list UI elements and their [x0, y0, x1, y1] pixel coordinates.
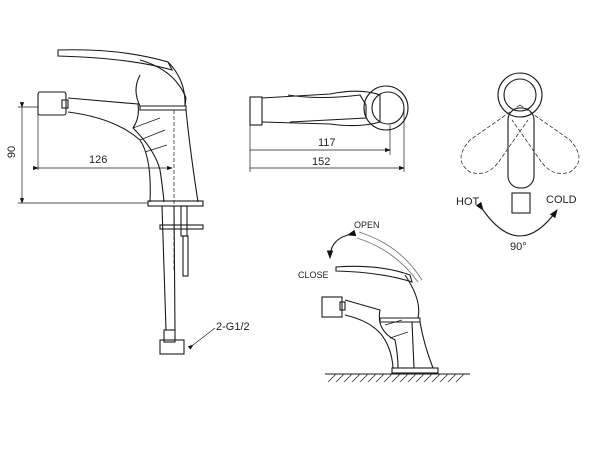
operation-view-faucet [321, 229, 470, 383]
inner-length-dimension-label: 117 [318, 137, 336, 149]
overall-length-dimension-label: 152 [312, 156, 331, 168]
hot-label: HOT [456, 196, 480, 208]
connection-label: 2-G1/2 [216, 321, 250, 333]
cold-label: COLD [546, 194, 577, 206]
side-view-faucet [37, 49, 204, 355]
open-label: OPEN [354, 220, 380, 230]
close-label: CLOSE [298, 270, 329, 280]
plan-view-faucet [460, 72, 580, 237]
rotation-angle-label: 90° [510, 241, 527, 253]
side-view-dimensions [18, 102, 216, 350]
height-dimension-label: 90 [6, 145, 19, 159]
top-view-faucet [249, 85, 409, 172]
reach-dimension-label: 126 [89, 154, 108, 166]
